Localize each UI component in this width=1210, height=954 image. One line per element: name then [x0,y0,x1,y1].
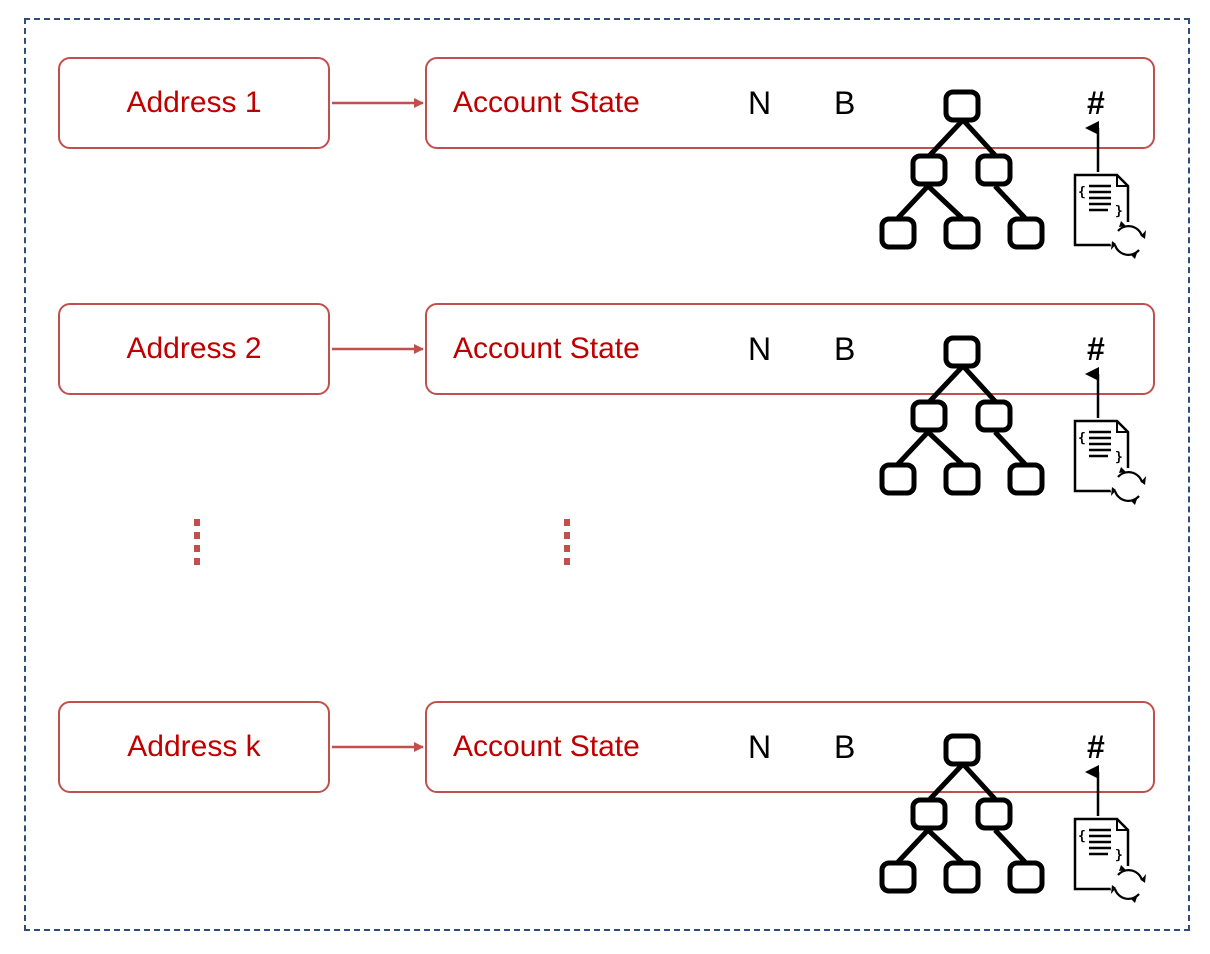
smart-contract-document-icon-1 [1075,128,1146,259]
storage-tree-icon-1 [882,92,1042,247]
address-box-1: Address 1 [58,57,330,149]
address-label: Address 1 [126,86,262,119]
address-label: Address k [127,730,261,763]
code-hash-label: # [1087,729,1105,765]
account-state-label: Account State [453,730,640,763]
code-hash-label: # [1087,331,1105,367]
code-hash-label: # [1087,85,1105,121]
account-state-label: Account State [453,332,640,365]
address-label: Address 2 [126,332,262,365]
balance-label: B [834,331,856,367]
account-state-box-1: Account State N B # [425,57,1155,149]
nonce-label: N [748,331,772,367]
vertical-dots-icon-left [194,519,200,565]
storage-tree-icon-2 [882,338,1042,493]
address-box-2: Address 2 [58,303,330,395]
nonce-label: N [748,85,772,121]
smart-contract-document-icon-k [1075,772,1146,903]
address-box-k: Address k [58,701,330,793]
state-frame [24,18,1190,931]
smart-contract-document-icon-2 [1075,374,1146,505]
vertical-dots-icon-right [564,519,570,565]
account-state-label: Account State [453,86,640,119]
nonce-label: N [748,729,772,765]
balance-label: B [834,729,856,765]
account-state-box-2: Account State N B # [425,303,1155,395]
balance-label: B [834,85,856,121]
account-state-box-k: Account State N B # [425,701,1155,793]
storage-tree-icon-k [882,736,1042,891]
